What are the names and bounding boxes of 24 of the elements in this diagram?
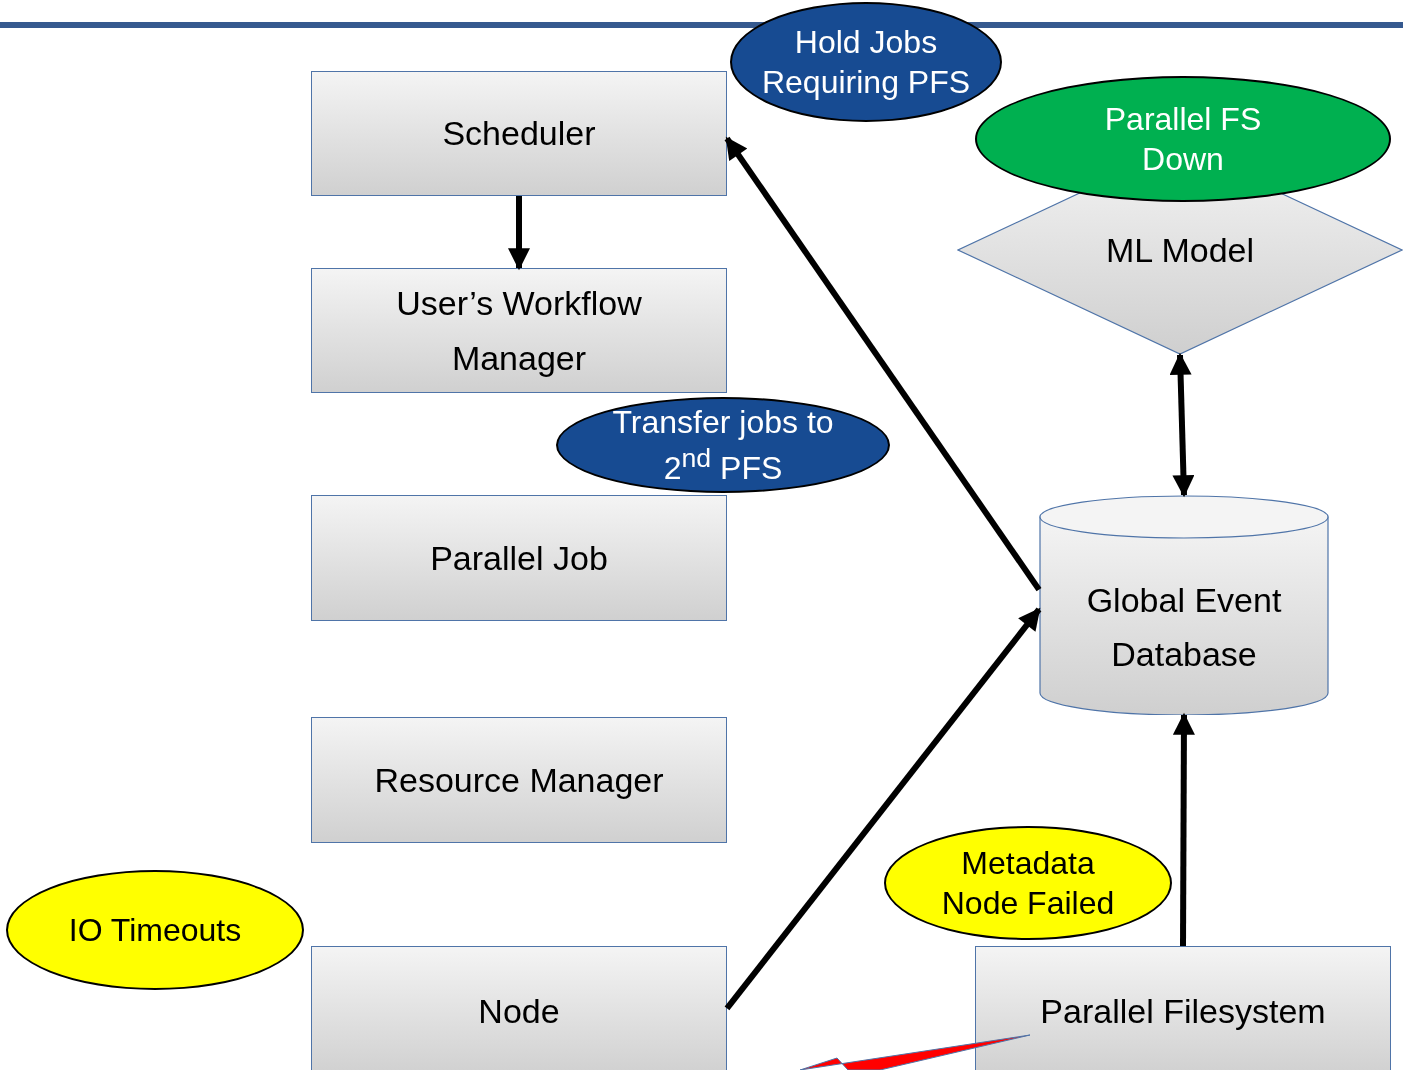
process-box <box>311 71 727 196</box>
process-box <box>311 495 727 621</box>
arrow <box>508 196 530 271</box>
node-label: Scheduler <box>442 113 596 155</box>
process-box <box>311 717 727 843</box>
arrow <box>724 607 1042 1011</box>
arrow <box>1169 352 1195 498</box>
node-label: Parallel Job <box>430 537 608 579</box>
node-label: ML Model <box>1106 229 1254 271</box>
node-label: User’s Workflow Manager <box>395 283 643 379</box>
node-label: Node <box>478 990 560 1032</box>
node-label: Global Event Database <box>1085 579 1283 675</box>
node-label: IO Timeouts <box>68 911 242 950</box>
node-label: Hold Jobs Requiring PFS <box>760 23 972 102</box>
process-box <box>975 946 1391 1070</box>
arrow <box>1172 712 1195 946</box>
process-box <box>311 268 727 393</box>
node-label: Metadata Node Failed <box>940 844 1116 923</box>
node-label: Transfer jobs to 2$^{nd}$ PFS <box>611 403 835 488</box>
process-box <box>311 946 727 1070</box>
node-label: Parallel Filesystem <box>1040 990 1326 1032</box>
arrow <box>724 136 1042 592</box>
node-label: Parallel FS Down <box>1103 100 1263 179</box>
node-label: Resource Manager <box>374 759 664 801</box>
